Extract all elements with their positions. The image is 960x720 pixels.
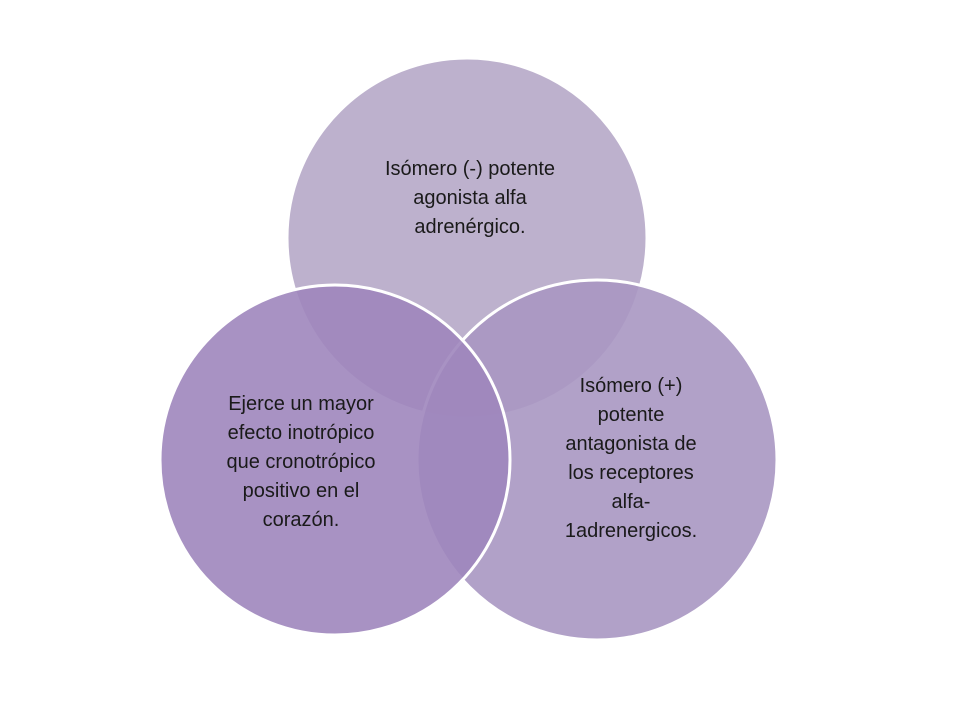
circle-right-label: Isómero (+) potente antagonista de los r…: [564, 375, 698, 542]
circle-left: [158, 283, 512, 637]
circle-top-label: Isómero (-) potente agonista alfa adrené…: [384, 158, 556, 238]
circle-left-label: Ejerce un mayor efecto inotrópico que cr…: [226, 393, 376, 531]
